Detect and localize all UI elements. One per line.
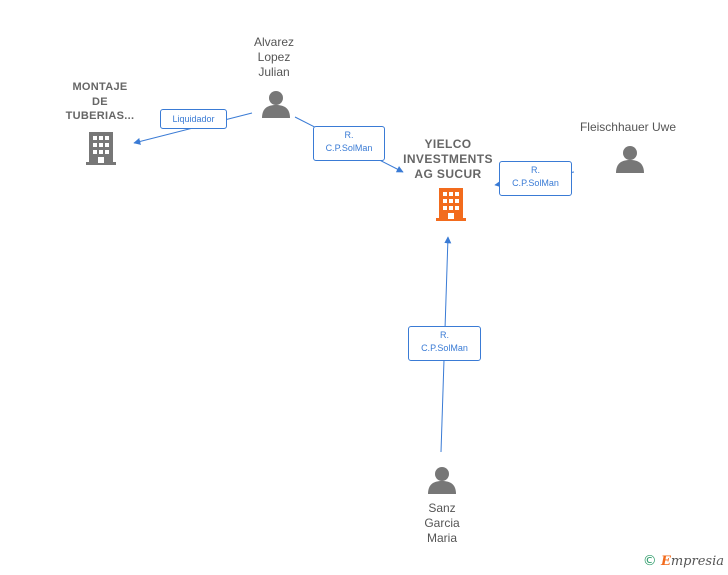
brand-name: mpresia bbox=[670, 554, 724, 569]
node-label-fleischhauer[interactable]: Fleischhauer Uwe bbox=[579, 120, 677, 134]
building-icon[interactable] bbox=[436, 188, 466, 221]
edge-label-sanz-yielco: R. C.P.SolMan bbox=[408, 326, 481, 361]
building-icon[interactable] bbox=[86, 132, 116, 165]
node-label-yielco[interactable]: YIELCO INVESTMENTS AG SUCUR bbox=[403, 137, 493, 181]
edge-label-fleischhauer-yielco: R. C.P.SolMan bbox=[499, 161, 572, 196]
person-icon[interactable] bbox=[262, 91, 290, 118]
brand-watermark: © Empresia bbox=[643, 553, 724, 569]
person-icon[interactable] bbox=[616, 146, 644, 173]
edge-label-alvarez-yielco: R. C.P.SolMan bbox=[313, 126, 385, 161]
node-label-sanz[interactable]: Sanz Garcia Maria bbox=[424, 501, 460, 545]
copyright-icon: © bbox=[642, 553, 657, 569]
brand-initial: E bbox=[660, 554, 671, 569]
node-label-montaje[interactable]: MONTAJE DE TUBERIAS... bbox=[65, 81, 135, 122]
node-label-alvarez[interactable]: Alvarez Lopez Julian bbox=[253, 35, 294, 79]
person-icon[interactable] bbox=[428, 467, 456, 494]
edge-label-liquidador: Liquidador bbox=[160, 109, 227, 129]
